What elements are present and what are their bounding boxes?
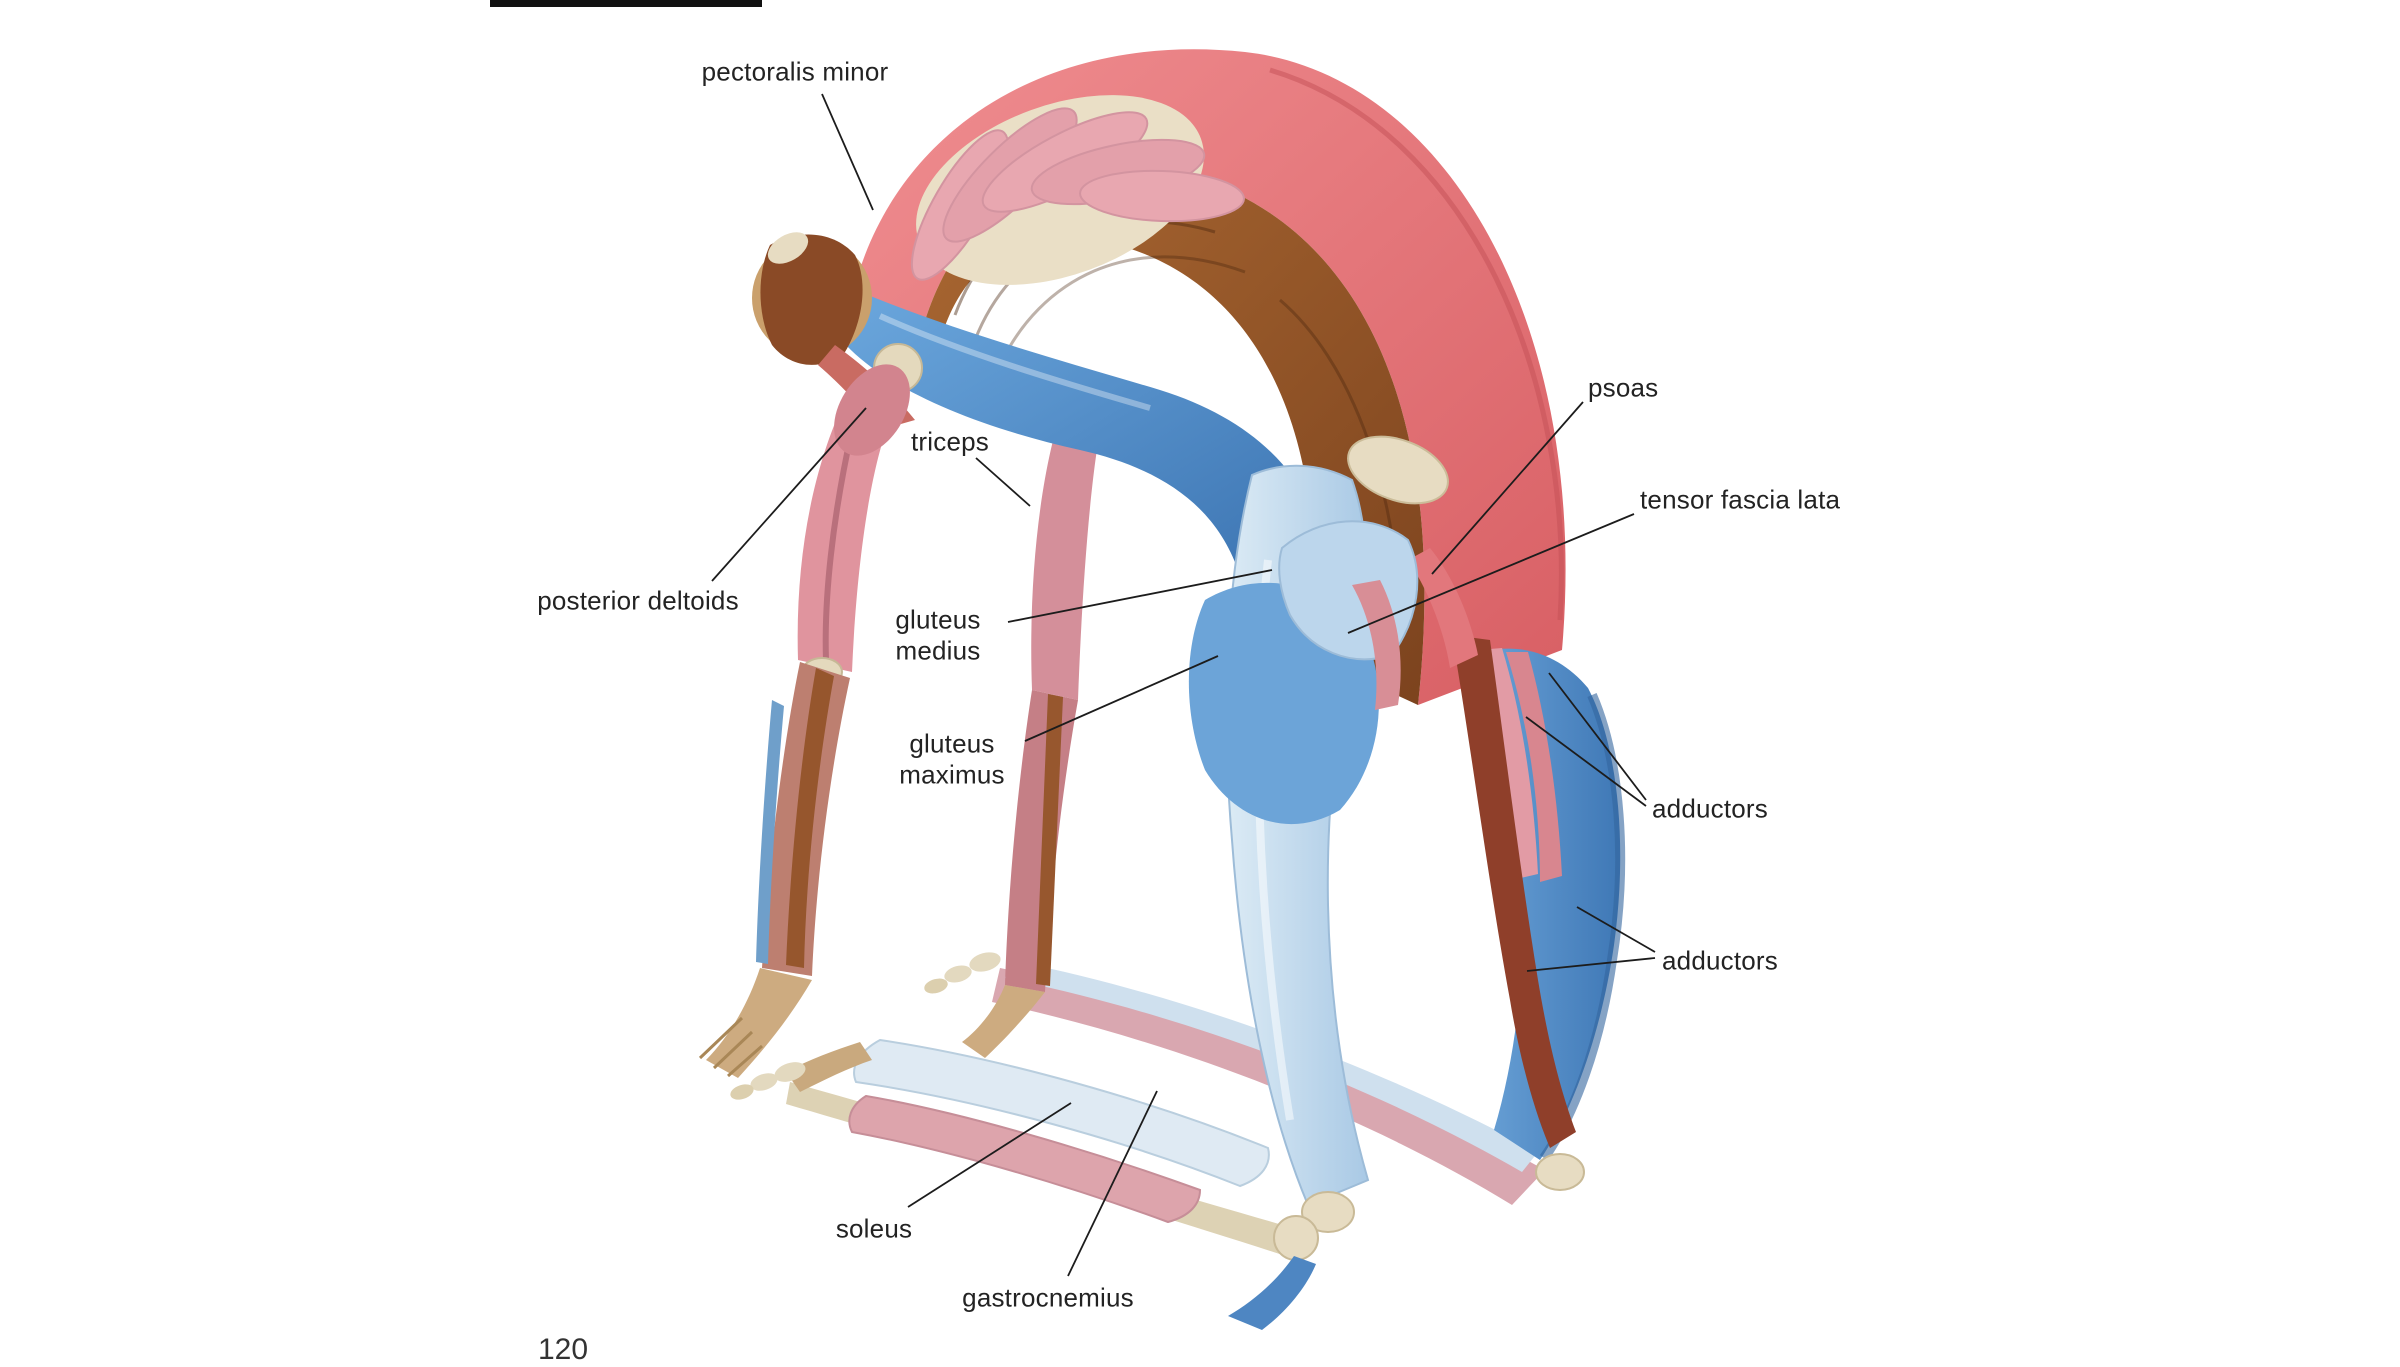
chest-fan-muscles [910, 95, 1245, 285]
muscle-label-adductors-upper: adductors [1652, 793, 1768, 824]
muscle-label-pectoralis-minor: pectoralis minor [701, 56, 889, 87]
torso-blue-band [846, 290, 1318, 570]
page-number: 120 [538, 1333, 589, 1366]
far-lower-leg [924, 952, 1545, 1205]
cutoff-heading-fragment [490, 0, 762, 7]
far-arm [962, 400, 1102, 1058]
muscle-label-psoas: psoas [1588, 372, 1659, 403]
muscle-label-posterior-deltoids: posterior deltoids [537, 585, 739, 616]
muscle-label-gastrocnemius: gastrocnemius [962, 1282, 1134, 1313]
muscle-label-gluteus-medius: gluteus medius [895, 604, 981, 665]
muscle-label-triceps: triceps [911, 426, 989, 457]
muscle-label-soleus: soleus [835, 1213, 913, 1244]
muscle-label-gluteus-maximus: gluteus maximus [899, 728, 1005, 789]
muscle-label-adductors-lower: adductors [1662, 945, 1778, 976]
muscle-label-tensor-fascia-lata: tensor fascia lata [1640, 484, 1841, 515]
